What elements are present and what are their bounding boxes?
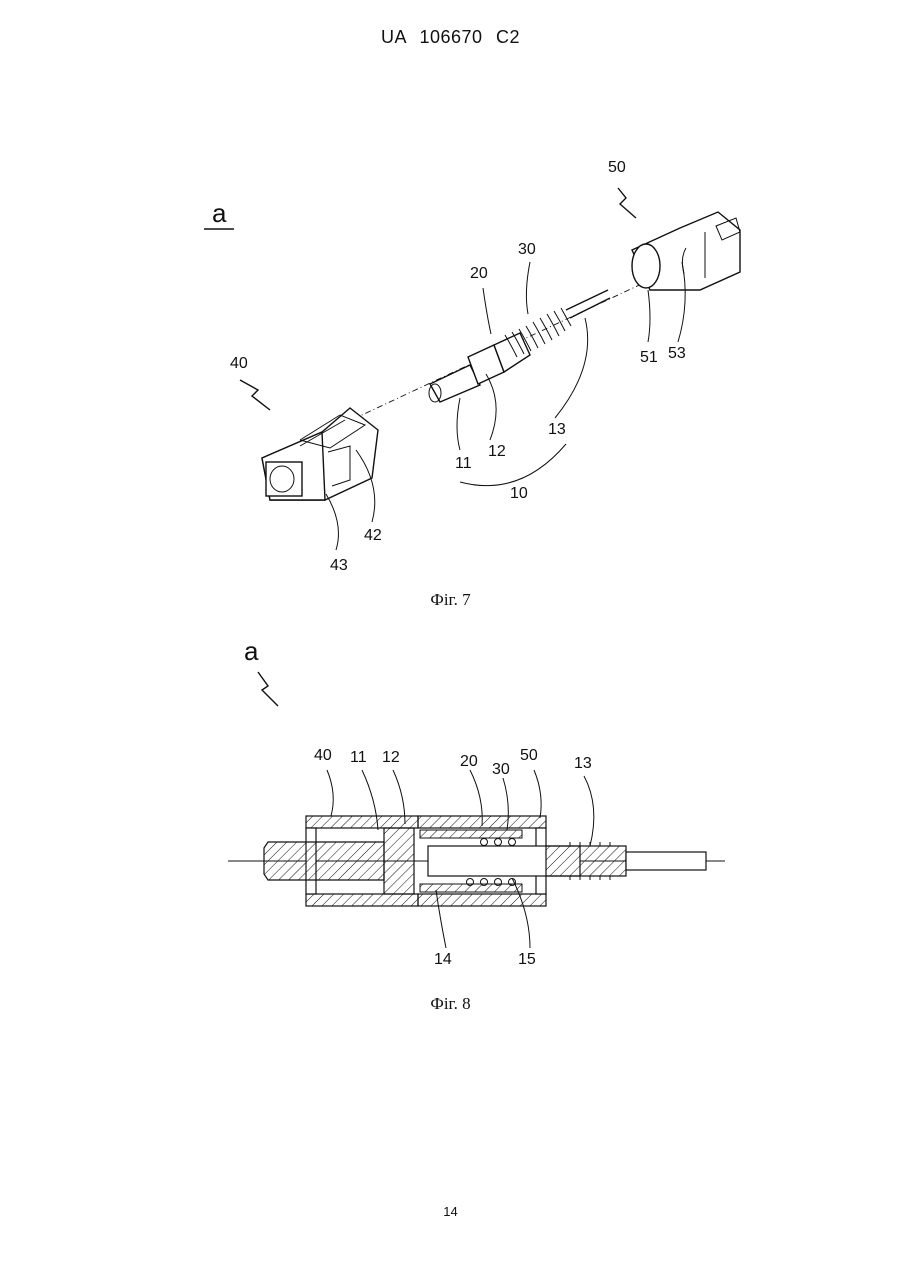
fig7-label-50: 50 xyxy=(608,159,626,176)
fig7-label-42: 42 xyxy=(364,527,382,544)
leader-10-brace xyxy=(460,444,566,486)
figure-7-caption: Фіг. 7 xyxy=(0,590,901,610)
housing-50 xyxy=(632,212,740,290)
fig8-label-40: 40 xyxy=(314,747,332,764)
page-number: 14 xyxy=(0,1204,901,1219)
fig8-label-a: a xyxy=(244,636,259,666)
fig7-arrow-40 xyxy=(240,380,270,410)
leader-51 xyxy=(648,290,650,342)
fig8-label-50: 50 xyxy=(520,747,538,764)
fig8-label-14: 14 xyxy=(434,951,452,968)
fig8-label-11: 11 xyxy=(350,749,367,766)
fig8-label-12: 12 xyxy=(382,749,400,766)
leader-13 xyxy=(555,318,588,418)
fig8-leader-50 xyxy=(534,770,541,818)
figure-7-drawing: a xyxy=(204,159,740,574)
fig8-cable-13 xyxy=(626,852,706,870)
fig7-arrow-50 xyxy=(618,188,636,218)
leader-20 xyxy=(483,288,491,334)
fig8-sleeve-20-top xyxy=(420,830,522,838)
fig7-label-40: 40 xyxy=(230,355,248,372)
fig8-flange-12 xyxy=(384,828,414,894)
fig7-label-10: 10 xyxy=(510,485,528,502)
figure-8-drawing: a xyxy=(228,636,725,968)
fig8-housing-40-bottom xyxy=(306,894,418,906)
fig7-label-11: 11 xyxy=(455,455,472,472)
fig8-arrow-a xyxy=(258,672,278,706)
fig8-label-30: 30 xyxy=(492,761,510,778)
fig7-label-30: 30 xyxy=(518,241,536,258)
fig7-label-13: 13 xyxy=(548,421,566,438)
fig8-boot xyxy=(546,846,626,876)
fig8-leader-40 xyxy=(327,770,333,816)
housing-40 xyxy=(262,408,378,500)
figure-8-caption: Фіг. 8 xyxy=(0,994,901,1014)
leader-43 xyxy=(326,494,338,550)
leader-12 xyxy=(486,374,496,440)
fig8-label-15: 15 xyxy=(518,951,536,968)
fig7-label-20: 20 xyxy=(470,265,488,282)
fig7-label-51: 51 xyxy=(640,349,658,366)
leader-30 xyxy=(526,262,530,314)
fig8-label-13: 13 xyxy=(574,755,592,772)
ferrule-assembly-10 xyxy=(429,290,610,402)
fig7-label-53: 53 xyxy=(668,345,686,362)
fig8-leader-13 xyxy=(584,776,594,846)
fig7-label-43: 43 xyxy=(330,557,348,574)
fig8-ferrule-11 xyxy=(264,842,384,880)
fig8-housing-40-top xyxy=(306,816,418,828)
fig7-label-a: a xyxy=(212,198,227,228)
leader-11 xyxy=(457,398,460,450)
fig7-label-12: 12 xyxy=(488,443,506,460)
fig8-label-20: 20 xyxy=(460,753,478,770)
